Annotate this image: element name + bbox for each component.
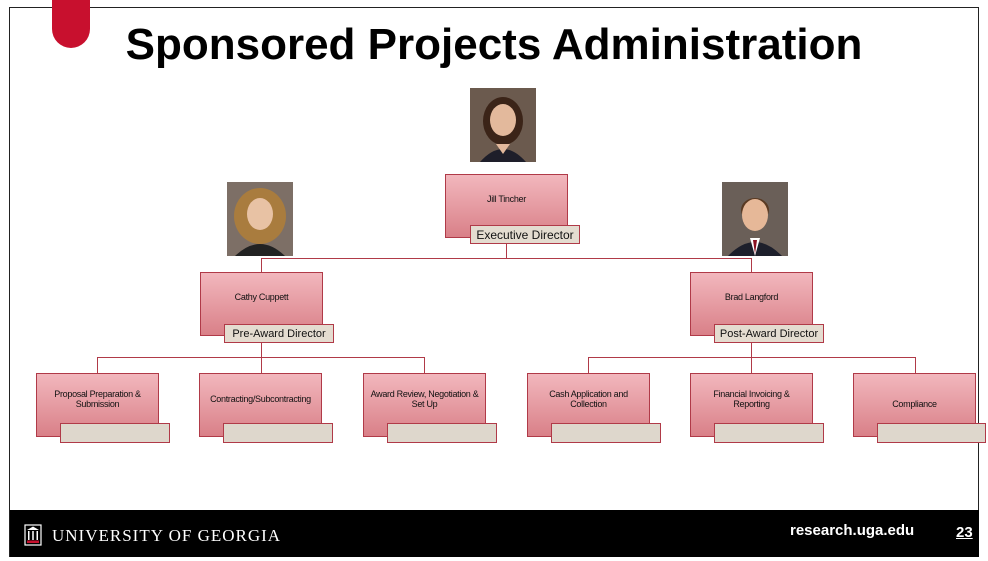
executive-role: Executive Director [470, 225, 580, 244]
unit-role-placeholder [387, 423, 497, 443]
unit-label: Contracting/Subcontracting [210, 394, 311, 404]
website-link[interactable]: research.uga.edu [790, 522, 915, 539]
unit-label: Cash Application and Collection [549, 389, 628, 409]
connector [751, 343, 752, 357]
unit-role-placeholder [714, 423, 824, 443]
unit-label: Proposal Preparation & Submission [54, 389, 141, 409]
connector [261, 357, 262, 373]
connector [751, 357, 752, 373]
uga-arch-icon [24, 524, 42, 546]
unit-label: Compliance [892, 399, 937, 409]
footer-bar: UNIVERSITY OF GEORGIA research.uga.edu 2… [10, 510, 979, 557]
connector [751, 258, 752, 273]
pre-award-photo [227, 182, 293, 256]
unit-role-placeholder [223, 423, 333, 443]
unit-role-placeholder [551, 423, 661, 443]
connector [261, 343, 262, 357]
unit-role-placeholder [60, 423, 170, 443]
connector [588, 357, 916, 358]
post-award-name: Brad Langford [724, 292, 779, 302]
connector [97, 357, 98, 373]
unit-label: Award Review, Negotiation & Set Up [370, 389, 479, 409]
connector [915, 357, 916, 373]
unit-role-placeholder [877, 423, 986, 443]
unit-label: Financial Invoicing & Reporting [713, 389, 790, 409]
slide-title: Sponsored Projects Administration [125, 20, 863, 69]
connector [506, 244, 507, 258]
connector [424, 357, 425, 373]
page-number: 23 [956, 524, 973, 541]
connector [261, 258, 262, 273]
executive-name: Jill Tincher [487, 194, 526, 204]
brand-tab [52, 0, 90, 48]
pre-award-role: Pre-Award Director [224, 324, 334, 343]
post-award-role: Post-Award Director [714, 324, 824, 343]
post-award-photo [722, 182, 788, 256]
university-name: UNIVERSITY OF GEORGIA [52, 526, 282, 545]
executive-photo [470, 88, 536, 162]
connector [588, 357, 589, 373]
connector [261, 258, 751, 259]
pre-award-name: Cathy Cuppett [234, 292, 289, 302]
